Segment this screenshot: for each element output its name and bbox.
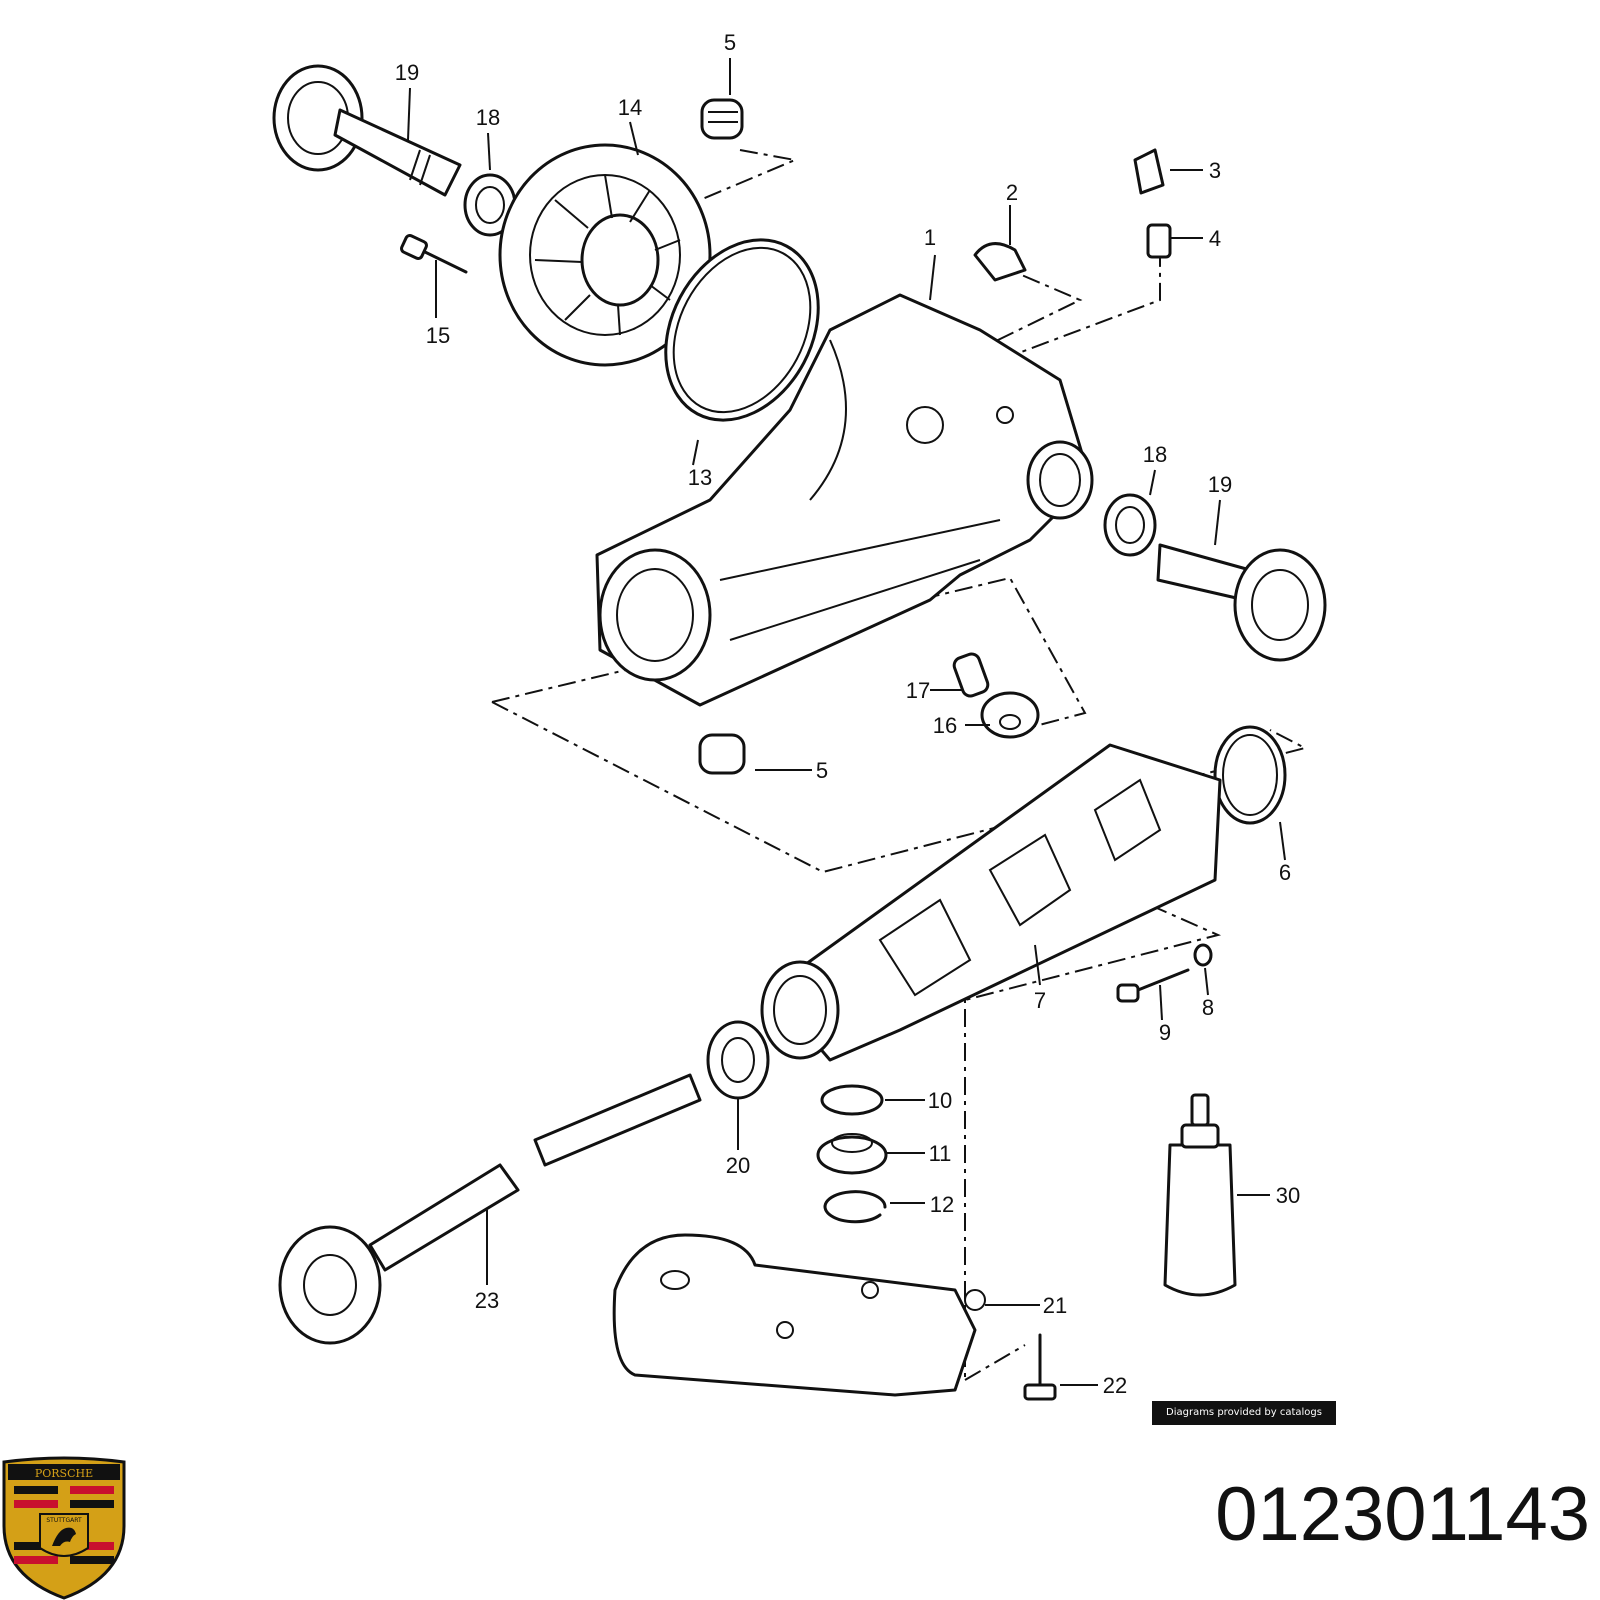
- callout-19-left: 19: [395, 60, 419, 85]
- part-number: 012301143: [1215, 1472, 1590, 1557]
- callout-5-top: 5: [724, 30, 736, 55]
- credit-label: Diagrams provided by catalogs parts: [1152, 1401, 1336, 1442]
- callout-18-right: 18: [1143, 442, 1167, 467]
- callout-30: 30: [1276, 1183, 1300, 1208]
- callout-16: 16: [933, 713, 957, 738]
- part-20-seal: [706, 1020, 770, 1100]
- callout-22: 22: [1103, 1373, 1127, 1398]
- part-16-mount: [980, 691, 1040, 739]
- part-14-housing-cover: [498, 143, 712, 367]
- callout-18-left: 18: [476, 105, 500, 130]
- callout-12: 12: [930, 1192, 954, 1217]
- part-6-gasket: [1213, 725, 1287, 825]
- part-30-sealant-tube: [1163, 1093, 1237, 1297]
- callout-11: 11: [929, 1141, 952, 1166]
- callout-numbers: 1 2 3 4 5 5 6 7 8 9 10 11 12 13 14 15 16…: [395, 30, 1300, 1398]
- callout-10: 10: [928, 1088, 952, 1113]
- callout-13: 13: [688, 465, 712, 490]
- callout-14: 14: [618, 95, 642, 120]
- part-1-differential-housing: [595, 293, 1094, 707]
- part-2-clip: [973, 242, 1027, 282]
- part-18-seal-right: [1103, 493, 1157, 557]
- callout-5-bottom: 5: [816, 758, 828, 783]
- callout-7: 7: [1034, 988, 1046, 1013]
- part-21-transmission-mount: [612, 1233, 986, 1397]
- callout-1: 1: [924, 225, 936, 250]
- callout-17: 17: [906, 678, 930, 703]
- callout-21: 21: [1043, 1293, 1067, 1318]
- part-3-cap: [1133, 148, 1165, 195]
- part-5-plug-bottom: [698, 733, 746, 775]
- logo-brand-text: PORSCHE: [35, 1467, 93, 1480]
- callout-9: 9: [1159, 1020, 1171, 1045]
- part-19-drive-flange-right: [1156, 543, 1327, 662]
- part-22-bolt: [1023, 1333, 1057, 1401]
- callout-20: 20: [726, 1153, 750, 1178]
- part-7-extension-housing: [760, 743, 1222, 1062]
- part-23-propshaft: [278, 1163, 520, 1345]
- callout-8: 8: [1202, 995, 1214, 1020]
- part-8-washer: [1193, 943, 1213, 967]
- shaft-short: [533, 1073, 702, 1167]
- part-15-bolt: [400, 234, 468, 274]
- callout-6: 6: [1279, 860, 1291, 885]
- part-10-ring: [820, 1084, 884, 1116]
- part-13-gasket: [664, 238, 820, 422]
- part-19-drive-flange-left: [272, 64, 462, 197]
- part-4-vent: [1146, 223, 1172, 259]
- porsche-crest-logo: PORSCHE STUTTGART: [2, 1456, 126, 1600]
- part-9-bolt: [1116, 968, 1190, 1003]
- part-12-circlip: [823, 1190, 887, 1224]
- callout-leaders: [407, 58, 1286, 1386]
- part-18-seal-left: [463, 173, 517, 237]
- part-5-plug-top: [700, 98, 744, 140]
- callout-4: 4: [1209, 226, 1221, 251]
- callout-15: 15: [426, 323, 450, 348]
- callout-2: 2: [1006, 180, 1018, 205]
- callout-23: 23: [475, 1288, 499, 1313]
- logo-city-text: STUTTGART: [46, 1517, 82, 1524]
- callout-3: 3: [1209, 158, 1221, 183]
- callout-19-right: 19: [1208, 472, 1232, 497]
- part-17-pin: [952, 652, 990, 698]
- part-11-bearing: [816, 1133, 888, 1175]
